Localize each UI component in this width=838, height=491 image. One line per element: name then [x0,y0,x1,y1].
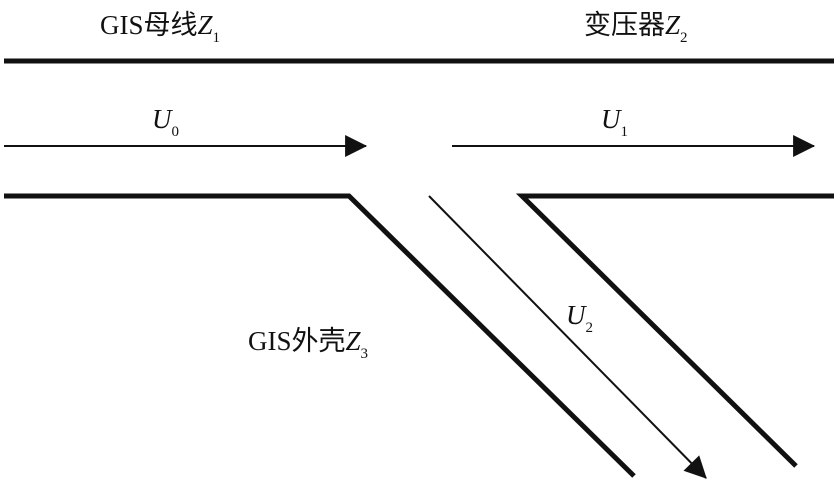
u0-label-var: U [152,104,173,134]
u0-label: U0 [152,104,179,140]
gis-bus-label-var: Z [198,10,214,40]
gis-shell-label-prefix: GIS外壳 [248,326,346,356]
transformer-label-sub: 2 [680,30,688,46]
gis-shell-left-conductor [4,193,636,478]
u2-label: U2 [566,300,593,336]
u2-arrow [428,195,707,479]
transformer-label: 变压器Z2 [584,10,688,46]
gis-bus-label-prefix: GIS母线 [100,10,198,40]
u1-label: U1 [601,104,628,140]
u2-label-var: U [566,300,587,330]
gis-shell-label-var: Z [346,326,362,356]
u2-label-sub: 2 [586,320,594,336]
u1-label-sub: 1 [621,124,629,140]
transformer-lower-conductor [515,193,834,468]
gis-shell-label: GIS外壳Z3 [248,326,368,362]
gis-shell-label-sub: 3 [361,346,369,362]
transformer-label-var: Z [665,10,681,40]
u1-label-var: U [601,104,622,134]
gis-bus-label-sub: 1 [213,30,221,46]
gis-bus-label: GIS母线Z1 [100,10,220,46]
u0-label-sub: 0 [172,124,180,140]
transformer-label-prefix: 变压器 [584,10,665,40]
